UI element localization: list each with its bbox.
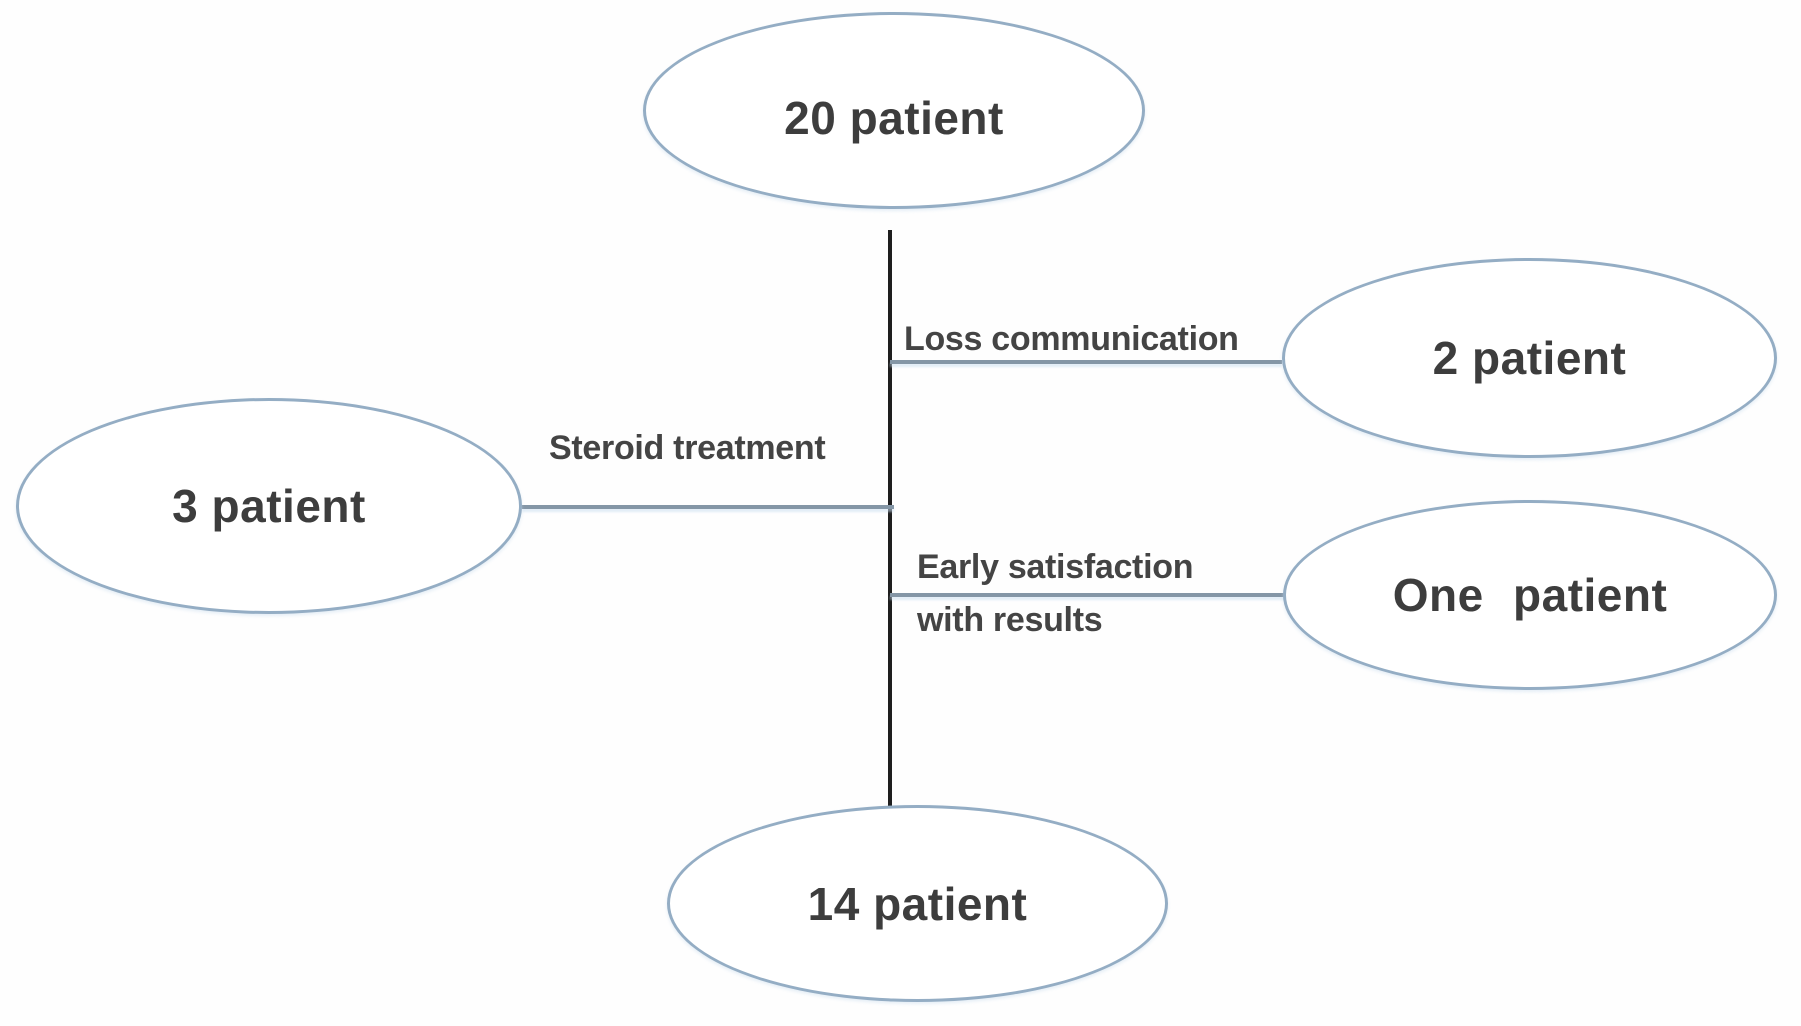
connector-loss-communication (890, 360, 1282, 364)
connector-early-satisfaction (890, 593, 1285, 597)
node-steroid-treatment-patients-label: 3 patient (172, 480, 366, 532)
edge-label-steroid-treatment: Steroid treatment (549, 429, 826, 467)
edge-label-early-satisfaction-line2: with results (917, 601, 1103, 639)
trunk-connector-line (888, 230, 892, 806)
edge-label-loss-communication: Loss communication (904, 320, 1239, 358)
node-total-patients: 20 patient (643, 12, 1145, 209)
node-total-patients-label: 20 patient (784, 91, 1004, 144)
node-early-satisfaction-patient-label: One patient (1392, 569, 1668, 621)
node-lost-communication-patients-label: 2 patient (1432, 332, 1627, 384)
edge-label-early-satisfaction-line1: Early satisfaction (917, 548, 1194, 586)
node-early-satisfaction-patient: One patient (1283, 500, 1777, 690)
node-final-patients: 14 patient (667, 805, 1168, 1002)
node-final-patients-label: 14 patient (807, 877, 1028, 930)
node-steroid-treatment-patients: 3 patient (16, 398, 522, 614)
node-lost-communication-patients: 2 patient (1282, 258, 1777, 458)
connector-steroid-treatment (522, 505, 894, 509)
